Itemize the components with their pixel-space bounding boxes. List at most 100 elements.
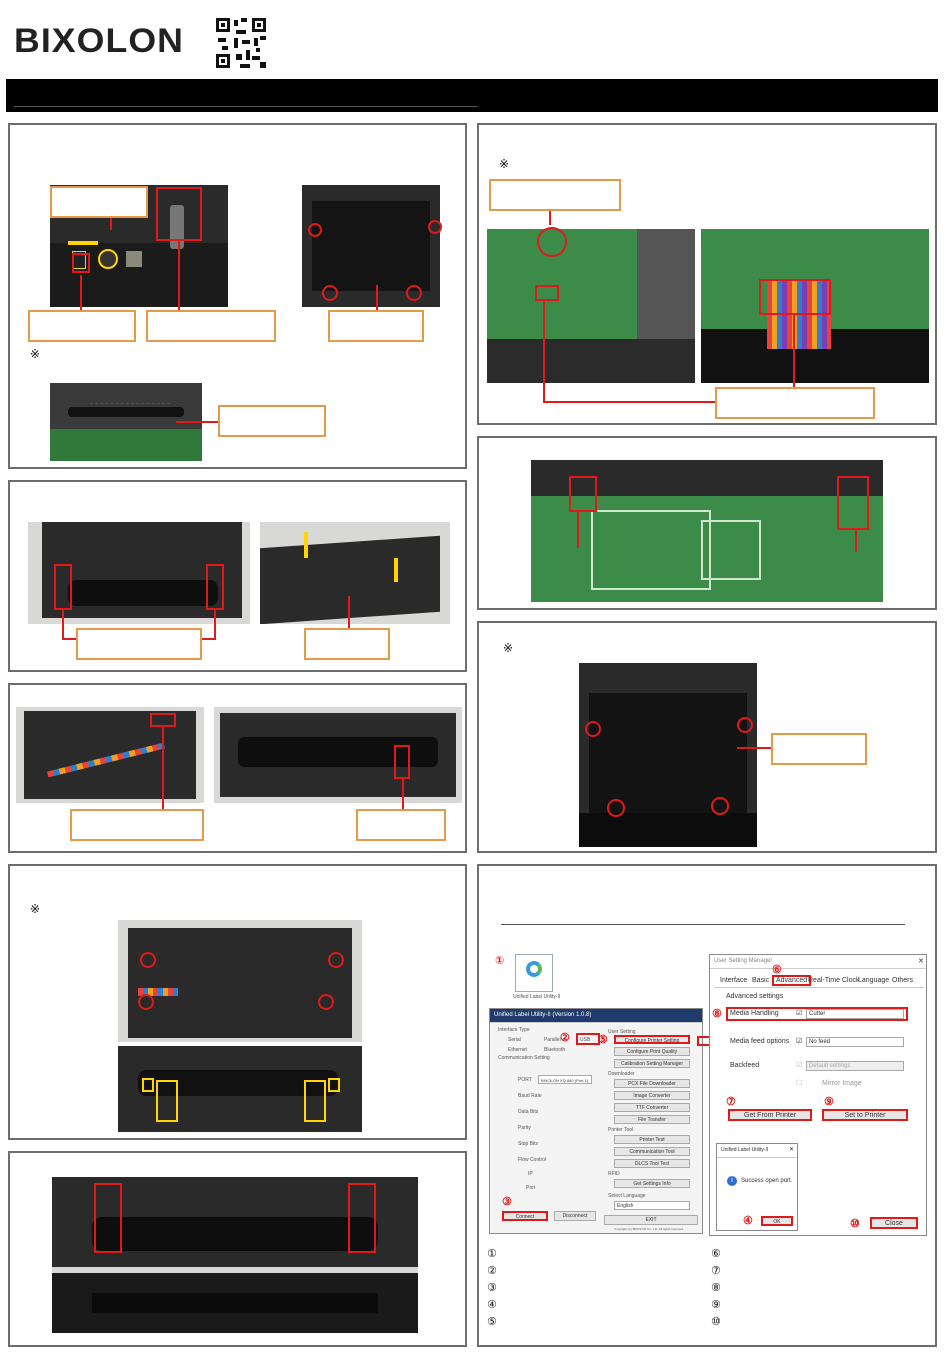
media-feed-select[interactable]: No feed	[806, 1037, 904, 1047]
panel-step-6	[8, 1151, 467, 1347]
radio-serial[interactable]: Serial	[508, 1037, 521, 1043]
assembled-cutter-photo	[52, 1177, 418, 1333]
manager-title: User Setting Manager	[710, 955, 926, 969]
callout-label-10	[70, 809, 204, 841]
info-icon: i	[727, 1176, 737, 1186]
radio-bluetooth[interactable]: Bluetooth	[544, 1047, 566, 1053]
mirror-image-checkbox[interactable]: ☐	[796, 1080, 803, 1087]
dlcs-button[interactable]: DLCS Tool Test	[614, 1159, 690, 1168]
panel-step-2: ※	[477, 123, 937, 425]
main-window-title: Unified Label Utility-II (Version 1.0.8)	[490, 1009, 702, 1023]
close-window-icon[interactable]: ✕	[918, 958, 924, 965]
legend-marker-7: ⑦	[711, 1264, 721, 1277]
tab-interface[interactable]: Interface	[720, 977, 748, 984]
tab-others[interactable]: Others	[892, 977, 914, 984]
tab-advanced[interactable]: Advanced	[772, 975, 812, 986]
field-ip: IP	[528, 1171, 533, 1177]
port-select[interactable]: BIXOLON XQ-840 (Port 1)	[538, 1075, 592, 1084]
panel-step-9-utility: ① Unified Label Utility-II Unified Label…	[477, 864, 937, 1347]
panel-step-4	[8, 683, 467, 853]
calibration-button[interactable]: Calibration Setting Manager	[614, 1059, 690, 1068]
configure-print-quality-button[interactable]: Configure Print Quality	[614, 1047, 690, 1056]
panel-step-7	[477, 436, 937, 610]
close-button[interactable]: Close	[870, 1217, 918, 1229]
note-mark-4: ※	[503, 641, 514, 655]
roller-photo-2	[260, 522, 450, 624]
set-to-printer-button[interactable]: Set to Printer	[822, 1109, 908, 1121]
step-marker-3: ③	[502, 1196, 512, 1208]
file-transfer-button[interactable]: File Transfer	[614, 1115, 690, 1124]
note-mark-1: ※	[30, 347, 41, 361]
legend-marker-1: ①	[487, 1247, 497, 1260]
font-downloader-button[interactable]: PCX File Downloader	[614, 1079, 690, 1088]
callout-label-12	[771, 733, 867, 765]
radio-ethernet[interactable]: Ethernet	[508, 1047, 527, 1053]
media-handling-select[interactable]: Cutter	[806, 1009, 904, 1019]
step-marker-2: ②	[560, 1032, 570, 1044]
media-handling-checkbox[interactable]: ☑	[796, 1010, 803, 1017]
downloader-group: Downloader	[608, 1071, 635, 1077]
callout-label-9	[304, 628, 390, 660]
field-stopbits: Stop Bits	[518, 1141, 539, 1147]
language-select[interactable]: English	[614, 1201, 690, 1210]
ok-button[interactable]: OK	[761, 1216, 793, 1226]
success-dialog: Unified Label Utility-II ✕ i Success ope…	[716, 1143, 798, 1231]
disconnect-button[interactable]: Disconnect	[554, 1211, 596, 1221]
field-port: PORT	[518, 1077, 532, 1083]
image-converter-button[interactable]: Image Converter	[614, 1091, 690, 1100]
field-databits: Data Bits	[518, 1109, 539, 1115]
field-parity: Parity	[518, 1125, 531, 1131]
note-mark-3: ※	[30, 902, 41, 916]
legend-marker-6: ⑥	[711, 1247, 721, 1260]
main-window: Unified Label Utility-II (Version 1.0.8)…	[489, 1008, 703, 1234]
step-marker-4: ④	[743, 1215, 753, 1227]
copyright-text: Copyright (C) BIXOLON Co., Ltd. All righ…	[614, 1227, 684, 1231]
roller-photo-1	[28, 522, 250, 624]
get-settings-button[interactable]: Get Settings Info	[614, 1179, 690, 1188]
dialog-close-icon[interactable]: ✕	[789, 1147, 795, 1153]
get-from-printer-button[interactable]: Get From Printer	[728, 1109, 812, 1121]
legend-marker-9: ⑨	[711, 1298, 721, 1311]
user-setting-manager-window: User Setting Manager ✕ ⑥ Interface Basic…	[709, 954, 927, 1236]
backfeed-checkbox[interactable]: ☑	[796, 1062, 803, 1069]
cutter-cover-photo	[118, 920, 362, 1042]
callout-label-1	[50, 186, 148, 218]
dialog-title: Unified Label Utility-II	[717, 1144, 797, 1158]
legend-marker-3: ③	[487, 1281, 497, 1294]
cable-routing-photo-2	[214, 707, 462, 803]
media-feed-checkbox[interactable]: ☑	[796, 1038, 803, 1045]
select-language-label: Select Language	[608, 1193, 646, 1199]
radio-usb[interactable]: USB	[580, 1037, 591, 1043]
connect-button[interactable]: Connect	[502, 1211, 548, 1221]
utility-app-icon[interactable]	[515, 954, 553, 992]
user-setting-group: User Setting	[608, 1029, 636, 1035]
exit-button[interactable]: EXIT	[604, 1215, 698, 1225]
step-marker-6: ⑥	[772, 964, 782, 976]
radio-parallel[interactable]: Parallel	[544, 1037, 561, 1043]
step-marker-7: ⑦	[726, 1096, 736, 1108]
board-cable-photo	[531, 460, 883, 602]
note-mark-2: ※	[499, 157, 510, 171]
configure-printer-setting-button[interactable]: Configure Printer Setting	[614, 1035, 690, 1044]
bixolon-logo: BIXOLON	[14, 22, 185, 60]
step-marker-5: ⑤	[598, 1034, 608, 1046]
comm-tool-button[interactable]: Communication Tool	[614, 1147, 690, 1156]
ttf-converter-button[interactable]: TTF Converter	[614, 1103, 690, 1112]
tab-rtc[interactable]: Real-Time Clock	[808, 977, 860, 984]
mirror-image-label: Mirror Image	[822, 1080, 862, 1087]
cable-connector-photo-1	[487, 229, 695, 383]
step-marker-8: ⑧	[712, 1008, 722, 1020]
legend-marker-4: ④	[487, 1298, 497, 1311]
field-baud: Baud Rate	[518, 1093, 542, 1099]
tab-language[interactable]: Language	[858, 977, 890, 984]
callout-label-2	[28, 310, 136, 342]
tab-basic[interactable]: Basic	[752, 977, 770, 984]
field-flow: Flow Control	[518, 1157, 547, 1163]
panel-step-8: ※	[477, 621, 937, 853]
callout-label-4	[328, 310, 424, 342]
legend-marker-8: ⑧	[711, 1281, 721, 1294]
backfeed-select[interactable]: Default settings	[806, 1061, 904, 1071]
legend-marker-5: ⑤	[487, 1315, 497, 1328]
printer-test-button[interactable]: Printer Test	[614, 1135, 690, 1144]
panel-step-3	[8, 480, 467, 672]
